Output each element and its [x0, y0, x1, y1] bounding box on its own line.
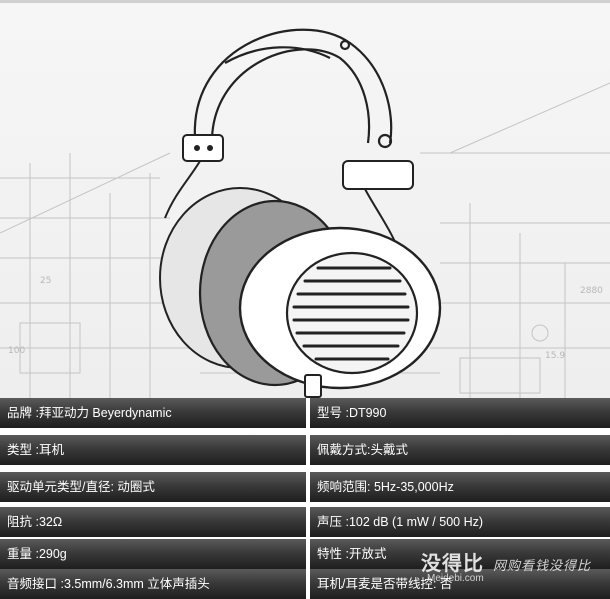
svg-text:100: 100	[8, 346, 25, 356]
spec-row: 阻抗 :32Ω 声压 :102 dB (1 mW / 500 Hz)	[0, 507, 610, 537]
watermark-domain: Meidebi.com	[427, 573, 484, 584]
spec-weight: 重量 :290g	[0, 539, 306, 569]
spec-frequency-response: 频响范围: 5Hz-35,000Hz	[310, 472, 610, 502]
svg-text:25: 25	[40, 276, 51, 286]
spec-sound-pressure: 声压 :102 dB (1 mW / 500 Hz)	[310, 507, 610, 537]
spec-driver: 驱动单元类型/直径: 动圈式	[0, 472, 306, 502]
spec-row: 类型 :耳机 佩戴方式:头戴式	[0, 435, 610, 465]
svg-text:2880: 2880	[580, 286, 603, 296]
headphones-sketch-icon: 100 25 15.9 2880	[0, 28, 610, 398]
spec-table: 品牌 :拜亚动力 Beyerdynamic 型号 :DT990 类型 :耳机 佩…	[0, 398, 610, 599]
spec-type: 类型 :耳机	[0, 435, 306, 465]
spec-inline-control: 耳机/耳麦是否带线控: 否	[310, 569, 610, 599]
spec-wearing-style: 佩戴方式:头戴式	[310, 435, 610, 465]
spec-impedance: 阻抗 :32Ω	[0, 507, 306, 537]
spec-audio-jack: 音频接口 :3.5mm/6.3mm 立体声插头	[0, 569, 306, 599]
watermark-logo: 没得比	[421, 551, 484, 575]
product-image: 100 25 15.9 2880	[0, 0, 610, 398]
spec-brand: 品牌 :拜亚动力 Beyerdynamic	[0, 398, 306, 428]
watermark: 没得比 Meidebi.com 网购看钱没得比	[421, 547, 610, 597]
spec-row: 驱动单元类型/直径: 动圈式 频响范围: 5Hz-35,000Hz	[0, 472, 610, 502]
spec-feature: 特性 :开放式	[310, 539, 610, 569]
watermark-slogan: 网购看钱没得比	[493, 558, 592, 573]
svg-text:15.9: 15.9	[545, 351, 565, 361]
spec-row: 品牌 :拜亚动力 Beyerdynamic 型号 :DT990	[0, 398, 610, 428]
spec-row: 重量 :290g 特性 :开放式	[0, 539, 610, 569]
spec-row: 音频接口 :3.5mm/6.3mm 立体声插头 耳机/耳麦是否带线控: 否	[0, 569, 610, 599]
spec-model: 型号 :DT990	[310, 398, 610, 428]
